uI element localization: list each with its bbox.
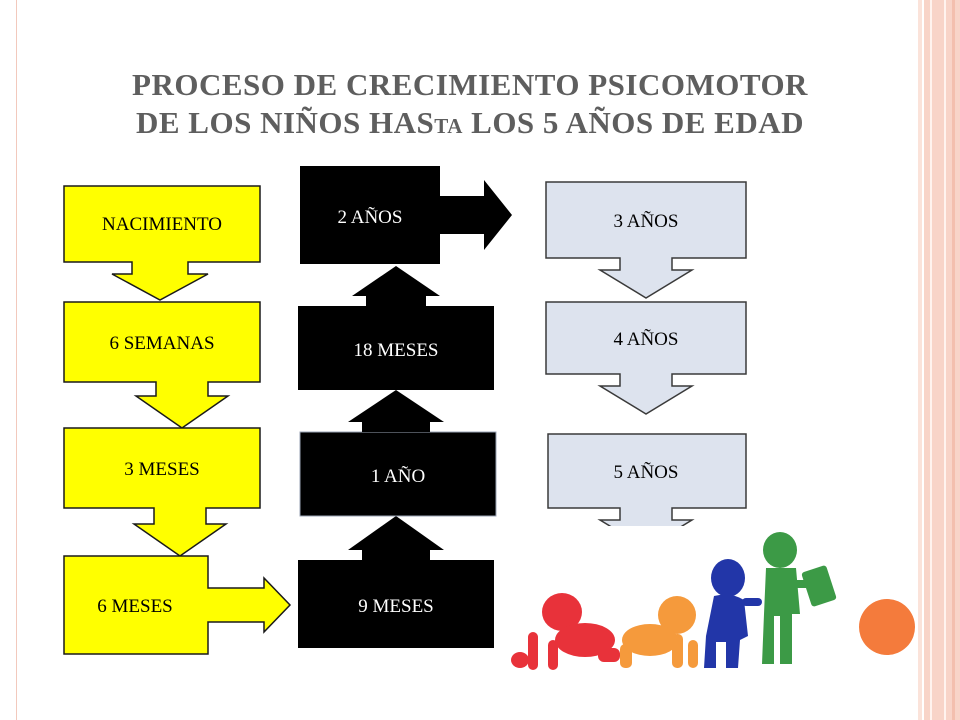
- left-frame-edge: [0, 0, 17, 720]
- label-3-anos: 3 AÑOS: [614, 210, 679, 232]
- title-line-2-start: DE LOS NIÑOS HAS: [135, 105, 435, 140]
- right-frame-stripe: [944, 0, 946, 720]
- stage-box-nacimiento: [63, 185, 261, 301]
- right-frame-stripe: [952, 0, 955, 720]
- label-9-meses: 9 MESES: [358, 596, 434, 617]
- stage-box-1-ano: [299, 431, 497, 517]
- label-4-anos: 4 AÑOS: [614, 328, 679, 350]
- stage-box-4-anos: [545, 301, 747, 415]
- stage-box-18-meses: [298, 306, 494, 390]
- label-5-anos: 5 AÑOS: [614, 461, 679, 483]
- stage-box-6-meses: [63, 555, 292, 655]
- stage-box-2-anos: [300, 166, 512, 264]
- crawling-baby-icon: [511, 593, 620, 670]
- label-1-ano: 1 AÑO: [371, 465, 425, 487]
- crawling-toddler-icon: [620, 596, 698, 668]
- arrow-up-icon: [348, 390, 444, 432]
- label-nacimiento: NACIMIENTO: [102, 214, 222, 235]
- title-line-1: PROCESO DE CRECIMIENTO PSICOMOTOR: [132, 67, 808, 102]
- reading-child-icon: [762, 532, 837, 664]
- stage-box-3-anos: [545, 181, 747, 299]
- label-6-meses: 6 MESES: [97, 596, 173, 617]
- decorative-orange-circle: [859, 599, 915, 655]
- arrow-up-icon: [352, 266, 440, 306]
- title-line-2-small: TA: [434, 114, 463, 138]
- label-3-meses: 3 MESES: [124, 459, 200, 480]
- label-2-anos: 2 AÑOS: [338, 206, 403, 228]
- child-growth-illustration: [510, 526, 908, 676]
- stage-box-6-semanas: [63, 301, 261, 429]
- stage-box-9-meses: [298, 560, 494, 648]
- arrow-up-icon: [348, 516, 444, 560]
- slide-title: PROCESO DE CRECIMIENTO PSICOMOTOR DE LOS…: [30, 66, 910, 145]
- title-line-2-end: LOS 5 AÑOS DE EDAD: [462, 105, 804, 140]
- standing-child-icon: [704, 559, 762, 668]
- stage-box-3-meses: [63, 427, 261, 557]
- label-18-meses: 18 MESES: [354, 340, 439, 361]
- right-frame-stripe: [930, 0, 932, 720]
- right-frame-stripe: [918, 0, 922, 720]
- label-6-semanas: 6 SEMANAS: [109, 333, 214, 354]
- title-line-2: DE LOS NIÑOS HASTA LOS 5 AÑOS DE EDAD: [30, 104, 910, 145]
